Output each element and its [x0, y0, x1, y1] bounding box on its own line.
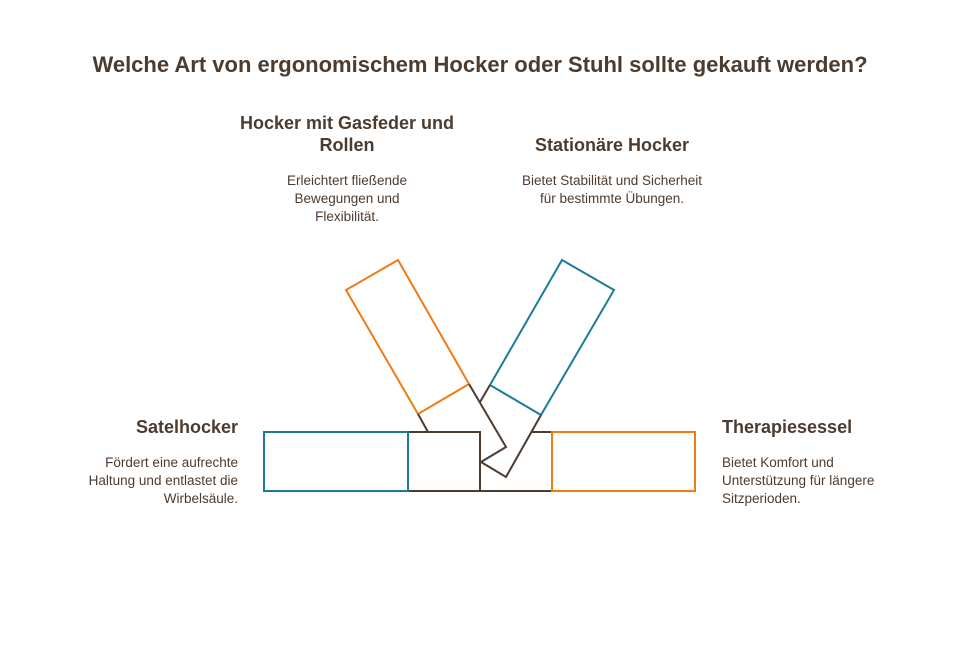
option-gasfeder-description: Erleichtert fließende Bewegungen und Fle…	[286, 173, 408, 224]
option-stationaer-heading: Stationäre Hocker	[534, 135, 690, 155]
connector-left	[417, 413, 429, 433]
option-stationaer-description: Bietet Stabilität und Sicherheit für bes…	[521, 173, 703, 206]
option-satelhocker-heading: Satelhocker	[135, 417, 238, 437]
stationaer-block	[488, 258, 616, 417]
option-gasfeder-heading: Hocker mit Gasfeder und Rollen	[239, 113, 455, 155]
connector-right	[479, 384, 491, 403]
option-satelhocker-description: Fördert eine aufrechte Haltung und entla…	[88, 455, 238, 506]
option-therapiesessel-heading: Therapiesessel	[722, 417, 853, 437]
center-left-block	[408, 431, 481, 492]
option-therapiesessel-description: Bietet Komfort und Unterstützung für län…	[722, 455, 875, 506]
connector-right-arm	[480, 414, 542, 479]
satelhocker-block	[263, 431, 409, 492]
therapiesessel-block	[551, 431, 696, 492]
gasfeder-block	[344, 258, 471, 416]
connector-left-arm	[468, 383, 508, 463]
diagram-title: Welche Art von ergonomischem Hocker oder…	[92, 52, 868, 77]
